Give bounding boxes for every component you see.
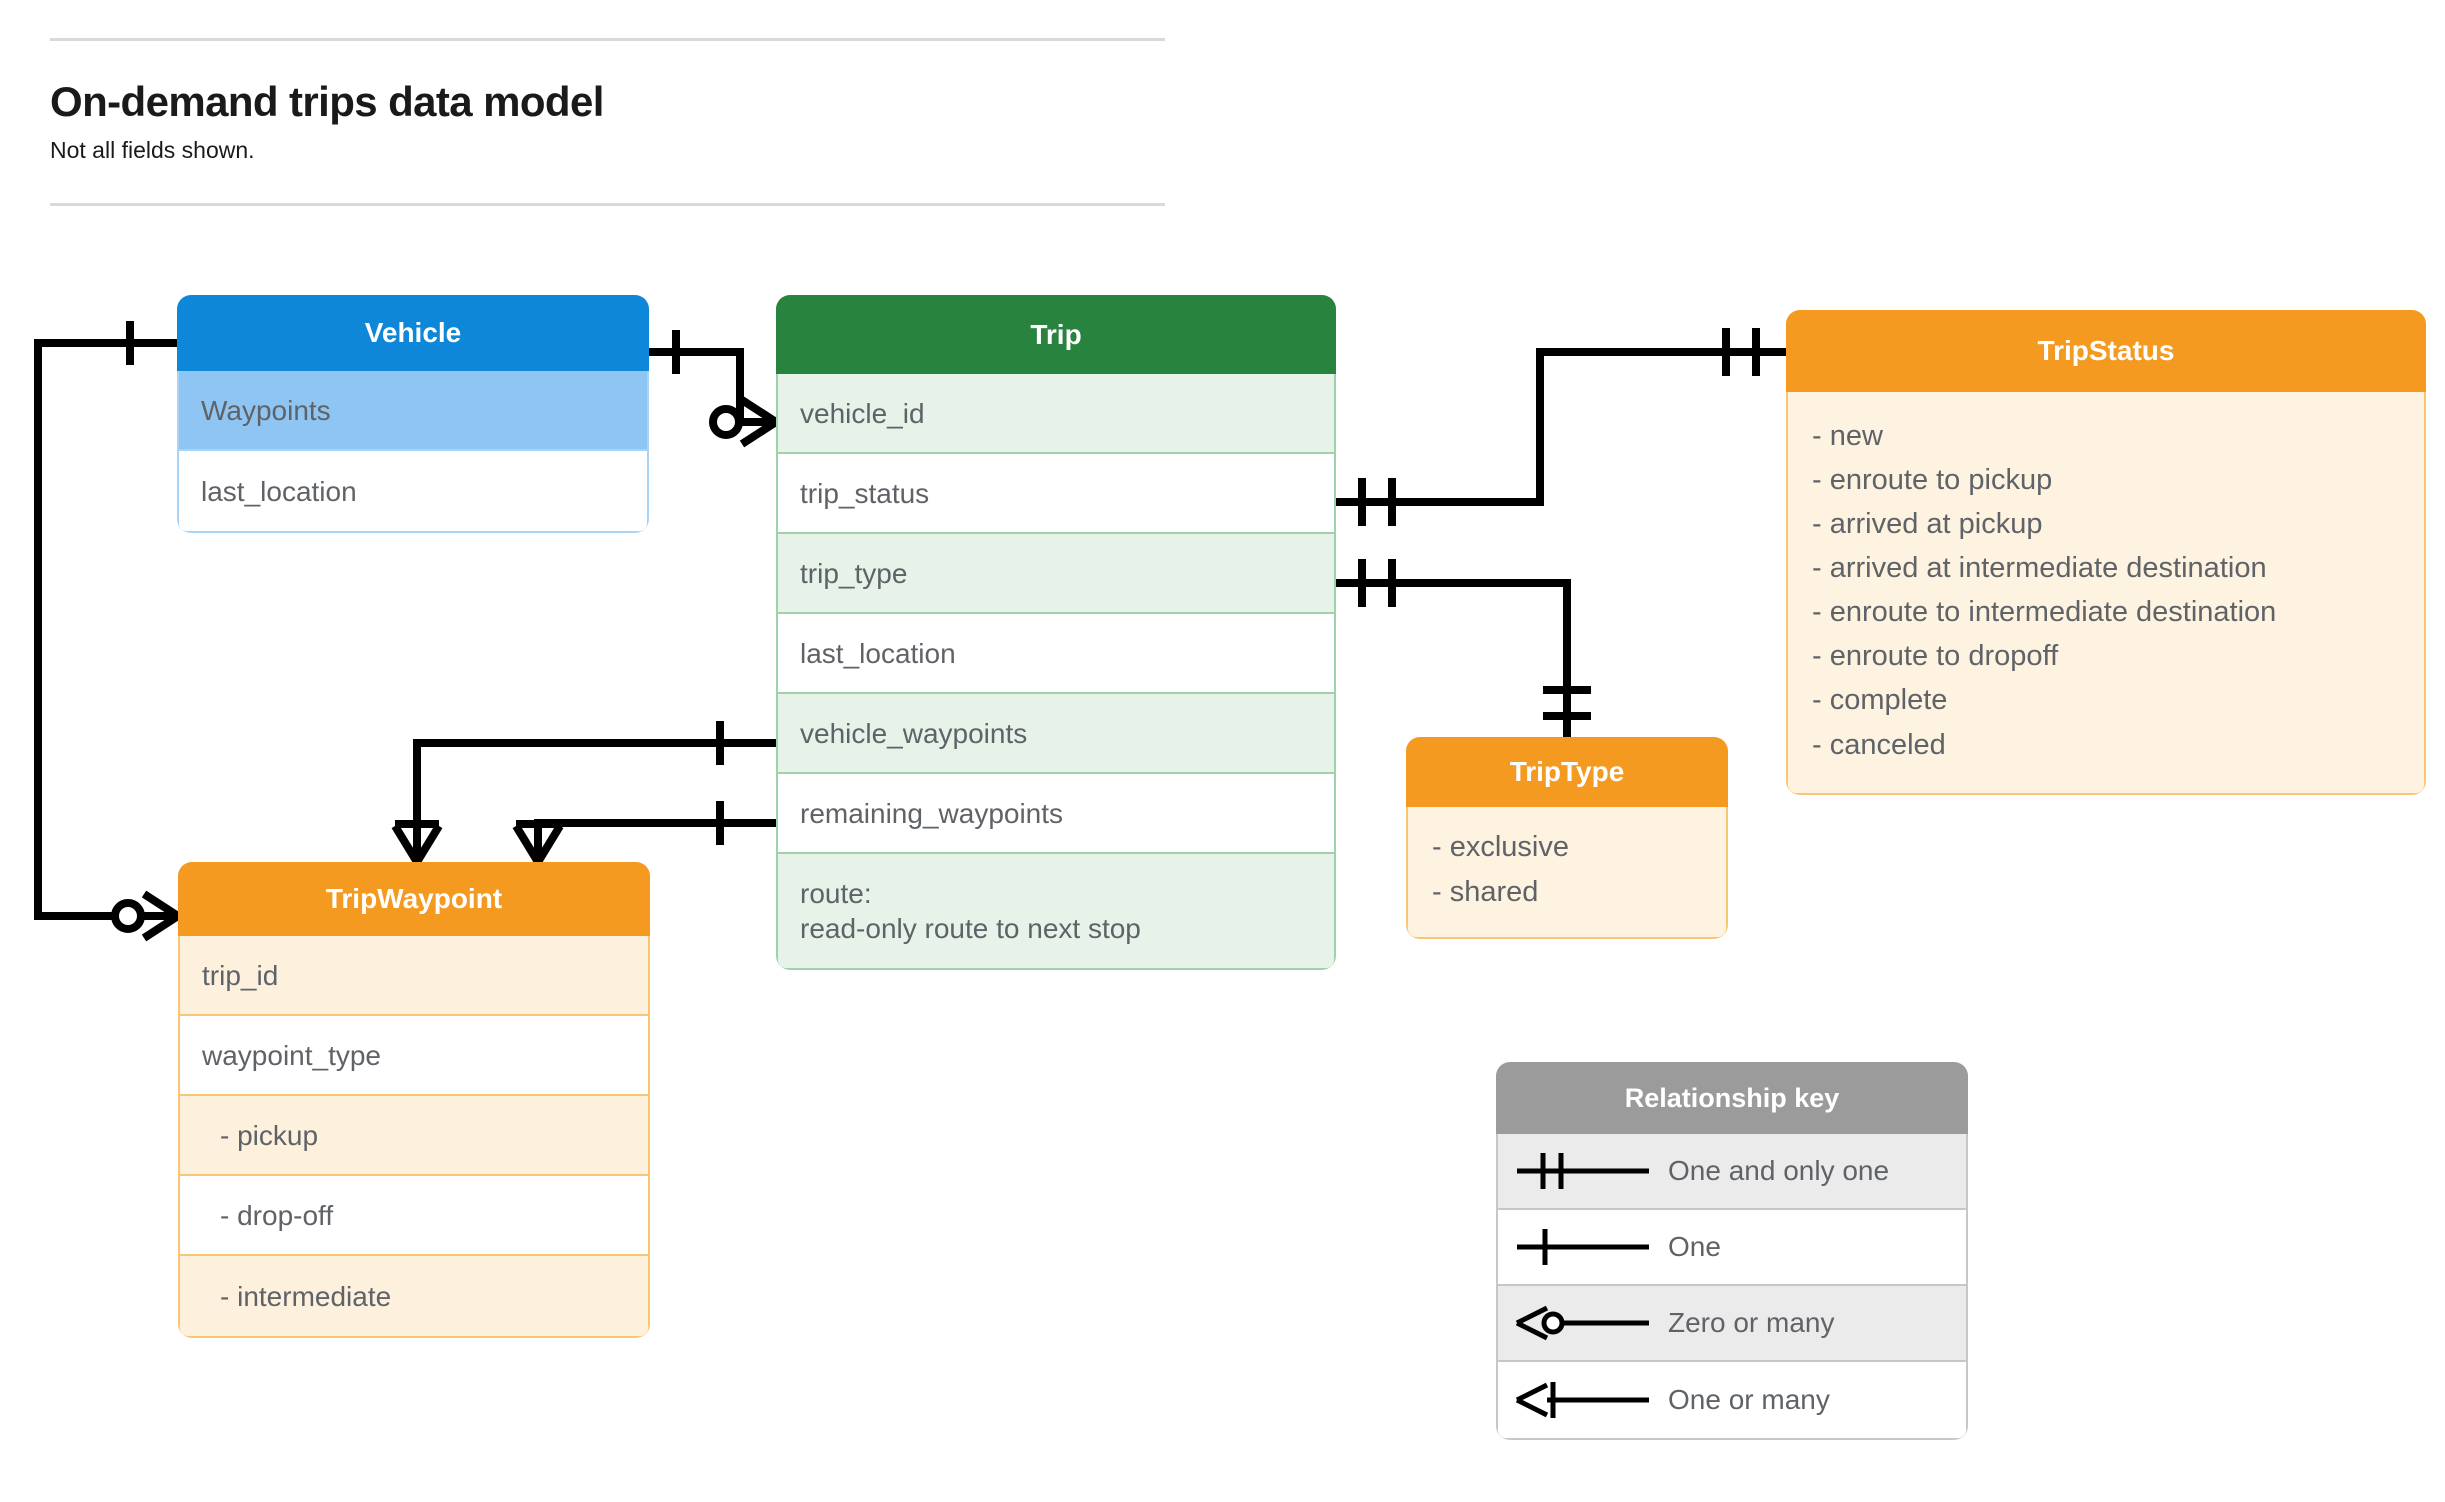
entity-trip-title: Trip	[776, 295, 1336, 374]
connector-trip-status	[1336, 348, 1786, 506]
legend-label: One	[1668, 1231, 1721, 1262]
waypoint-type-value-pickup: - pickup	[180, 1096, 648, 1176]
connector-remaining-waypoints-row	[534, 819, 776, 862]
field-vehicle-waypoints[interactable]: vehicle_waypoints	[778, 694, 1334, 774]
entity-trip-waypoint-rows: trip_id waypoint_type - pickup - drop-of…	[178, 936, 650, 1338]
entity-trip-rows: vehicle_id trip_status trip_type last_lo…	[776, 374, 1336, 970]
connector-trip-type	[1336, 579, 1571, 737]
trip-status-value: - arrived at intermediate destination	[1812, 552, 2267, 585]
connector-vehicle-waypoints-to-tripwaypoint	[34, 339, 178, 920]
trip-type-value: - exclusive	[1432, 831, 1569, 863]
entity-trip-waypoint-title: TripWaypoint	[178, 862, 650, 936]
waypoint-type-value-intermediate: - intermediate	[180, 1256, 648, 1336]
legend-item-zero-or-many: Zero or many	[1498, 1286, 1966, 1362]
field-waypoints[interactable]: Waypoints	[179, 371, 647, 451]
header-rule-bottom	[50, 202, 1165, 206]
entity-vehicle-rows: Waypoints last_location	[177, 371, 649, 533]
trip-type-value: - shared	[1432, 875, 1539, 908]
legend-item-one-and-only-one: One and only one	[1498, 1134, 1966, 1210]
entity-trip-status-title: TripStatus	[1786, 310, 2426, 392]
field-last-location[interactable]: last_location	[179, 451, 647, 531]
entity-trip-type[interactable]: TripType - exclusive - shared	[1406, 737, 1728, 939]
entity-trip[interactable]: Trip vehicle_id trip_status trip_type la…	[776, 295, 1336, 970]
one-and-only-one-icon	[1508, 1148, 1658, 1194]
field-waypoint-type[interactable]: waypoint_type	[180, 1016, 648, 1096]
legend-label: One and only one	[1668, 1155, 1890, 1186]
legend-label: Zero or many	[1668, 1307, 1835, 1338]
entity-vehicle[interactable]: Vehicle Waypoints last_location	[177, 295, 649, 533]
field-route-description: read-only route to next stop	[800, 913, 1141, 944]
field-route-label: route:	[800, 878, 872, 909]
entity-trip-type-title: TripType	[1406, 737, 1728, 807]
trip-status-value: - enroute to pickup	[1812, 464, 2053, 497]
connector-vehicle-to-trip	[649, 348, 776, 426]
trip-status-value: - arrived at pickup	[1812, 508, 2043, 541]
legend-item-one: One	[1498, 1210, 1966, 1286]
relationship-key-rows: One and only one One Zero or many	[1496, 1134, 1968, 1440]
legend-label: One or many	[1668, 1384, 1830, 1415]
field-route[interactable]: route: read-only route to next stop	[778, 854, 1334, 968]
field-remaining-waypoints[interactable]: remaining_waypoints	[778, 774, 1334, 854]
entity-trip-status-values: - new - enroute to pickup - arrived at p…	[1786, 392, 2426, 795]
entity-trip-waypoint[interactable]: TripWaypoint trip_id waypoint_type - pic…	[178, 862, 650, 1338]
field-trip-id[interactable]: trip_id	[180, 936, 648, 1016]
entity-trip-status[interactable]: TripStatus - new - enroute to pickup - a…	[1786, 310, 2426, 795]
field-trip-last-location[interactable]: last_location	[778, 614, 1334, 694]
entity-vehicle-title: Vehicle	[177, 295, 649, 371]
one-icon	[1508, 1224, 1658, 1270]
field-trip-type[interactable]: trip_type	[778, 534, 1334, 614]
waypoint-type-value-dropoff: - drop-off	[180, 1176, 648, 1256]
trip-status-value: - enroute to dropoff	[1812, 640, 2059, 673]
trip-status-value: - canceled	[1812, 728, 1946, 761]
connector-vehicle-waypoints-row	[413, 739, 776, 862]
header-rule-top	[50, 38, 1165, 41]
entity-trip-type-values: - exclusive - shared	[1406, 807, 1728, 939]
trip-status-value: - new	[1812, 420, 1883, 452]
page-subtitle: Not all fields shown.	[50, 137, 255, 164]
relationship-key-legend: Relationship key One and only one One	[1496, 1062, 1968, 1440]
legend-item-one-or-many: One or many	[1498, 1362, 1966, 1438]
relationship-key-title: Relationship key	[1496, 1062, 1968, 1134]
page-title: On-demand trips data model	[50, 78, 604, 125]
field-vehicle-id[interactable]: vehicle_id	[778, 374, 1334, 454]
one-or-many-icon	[1508, 1377, 1658, 1423]
zero-or-many-icon	[1508, 1300, 1658, 1346]
trip-status-value: - complete	[1812, 684, 1948, 717]
field-trip-status[interactable]: trip_status	[778, 454, 1334, 534]
trip-status-value: - enroute to intermediate destination	[1812, 596, 2277, 629]
page-header: On-demand trips data model Not all field…	[50, 38, 1165, 206]
